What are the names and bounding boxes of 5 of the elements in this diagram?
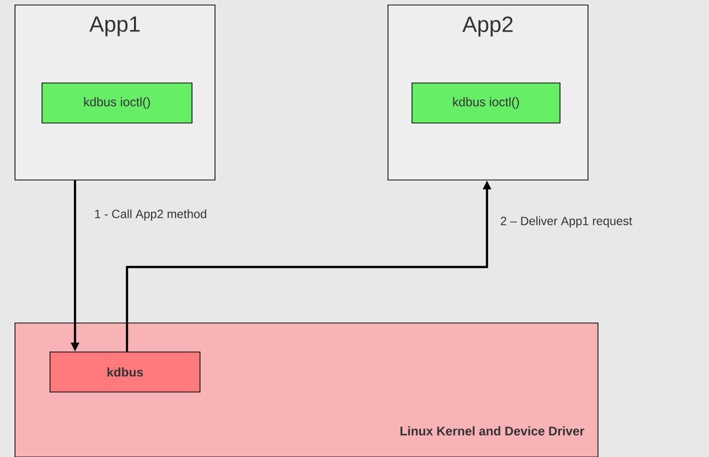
function-box: kdbus: [50, 352, 200, 392]
function-box: kdbus ioctl(): [412, 82, 560, 124]
edge-label: 2 – Deliver App1 request: [499, 215, 634, 229]
edge-label: 1 - Call App2 method: [93, 208, 208, 222]
function-box: kdbus ioctl(): [42, 82, 192, 124]
